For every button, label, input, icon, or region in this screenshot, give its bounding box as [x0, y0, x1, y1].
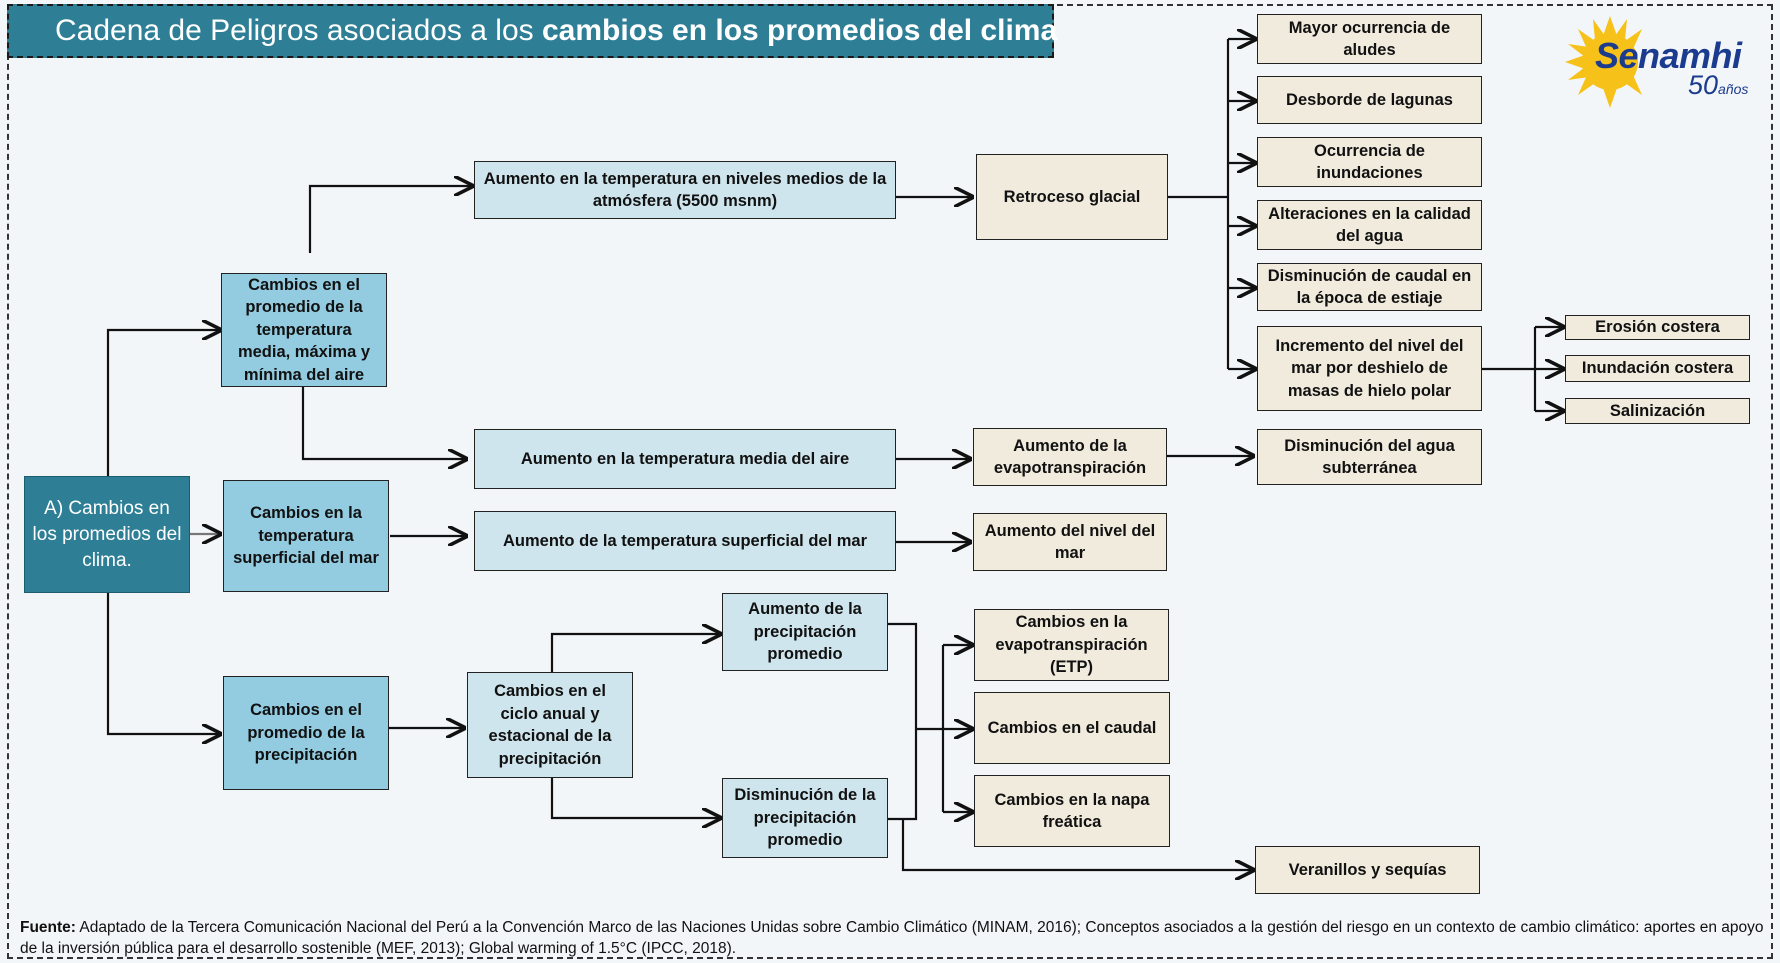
page-title: Cadena de Peligros asociados a los cambi… [7, 4, 1057, 58]
erosion-box: Erosión costera [1565, 315, 1750, 340]
cycle-box: Cambios en el ciclo anual y estacional d… [467, 672, 633, 778]
inundacion-costera-box: Inundación costera [1565, 355, 1750, 382]
glacial-box: Retroceso glacial [976, 154, 1168, 240]
salinizacion-box: Salinización [1565, 398, 1750, 424]
atm-temp-box: Aumento en la temperatura en niveles med… [474, 161, 896, 219]
evapo-up-box: Aumento de la evapotranspiración [973, 428, 1167, 486]
sea-level-box: Aumento del nivel del mar [973, 513, 1167, 571]
nivel-mar-box: Incremento del nivel del mar por deshiel… [1257, 326, 1482, 411]
estiaje-box: Disminución de caudal en la época de est… [1257, 263, 1482, 311]
napa-box: Cambios en la napa freática [974, 775, 1170, 847]
precip-box: Cambios en el promedio de la precipitaci… [223, 676, 389, 790]
subterranea-box: Disminución del agua subterránea [1257, 429, 1482, 485]
caudal-box: Cambios en el caudal [974, 692, 1170, 764]
etp-box: Cambios en la evapotranspiración (ETP) [974, 609, 1169, 681]
root-box: A) Cambios en los promedios del clima. [24, 476, 190, 593]
logo-name: Senamhi [1595, 35, 1742, 76]
aludes-box: Mayor ocurrencia de aludes [1257, 14, 1482, 64]
logo-anniversary: 50años [1688, 70, 1749, 100]
lagunas-box: Desborde de lagunas [1257, 76, 1482, 124]
calidad-box: Alteraciones en la calidad del agua [1257, 200, 1482, 250]
precip-up-box: Aumento de la precipitación promedio [722, 593, 888, 671]
senamhi-sun-icon [1565, 16, 1642, 108]
precip-down-box: Disminución de la precipitación promedio [722, 778, 888, 858]
air-temp-box: Aumento en la temperatura media del aire [474, 429, 896, 489]
source-note: Fuente: Adaptado de la Tercera Comunicac… [20, 919, 1764, 957]
temp-air-box: Cambios en el promedio de la temperatura… [221, 273, 387, 387]
sequias-box: Veranillos y sequías [1255, 846, 1480, 894]
temp-sea-box: Cambios en la temperatura superficial de… [223, 480, 389, 592]
sea-surface-box: Aumento de la temperatura superficial de… [474, 511, 896, 571]
inundaciones-box: Ocurrencia de inundaciones [1257, 137, 1482, 187]
